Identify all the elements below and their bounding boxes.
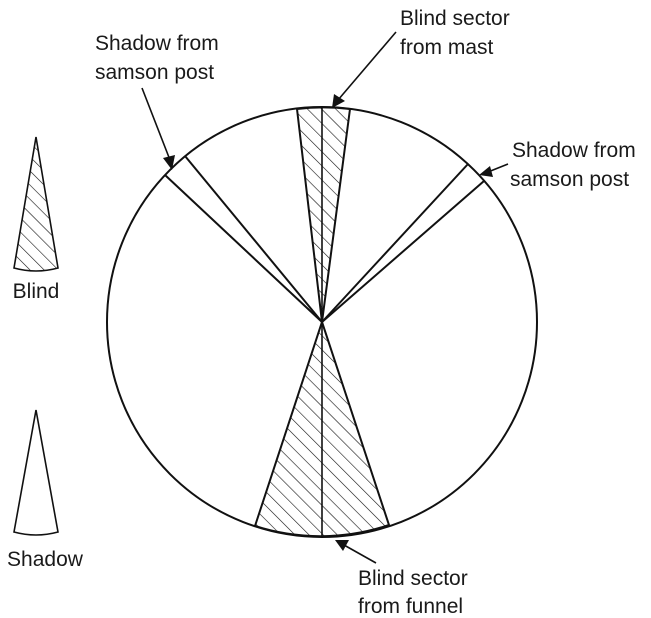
mast-arrow [332,31,397,108]
right-samson-shadow-sector [321,163,485,323]
left-samson-shadow-sector [164,155,323,323]
funnel-label-line2: from funnel [358,595,463,618]
samson-right-label-line2: samson post [510,168,629,191]
mast-blind-sector [295,106,352,323]
funnel-arrow [335,540,377,564]
legend-blind-label: Blind [13,280,60,303]
samson-left-label-line1: Shadow from [95,32,219,55]
legend-shadow-label: Shadow [7,548,84,571]
samson-right-arrow [479,163,509,177]
legend-shadow-symbol [13,409,59,536]
legend-blind-symbol [13,136,59,272]
samson-left-label-line2: samson post [95,61,214,84]
samson-right-label-line1: Shadow from [512,139,636,162]
samson-left-arrow [141,87,175,170]
mast-label-line1: Blind sector [400,7,510,30]
funnel-label-line1: Blind sector [358,567,468,590]
mast-label-line2: from mast [400,36,494,59]
